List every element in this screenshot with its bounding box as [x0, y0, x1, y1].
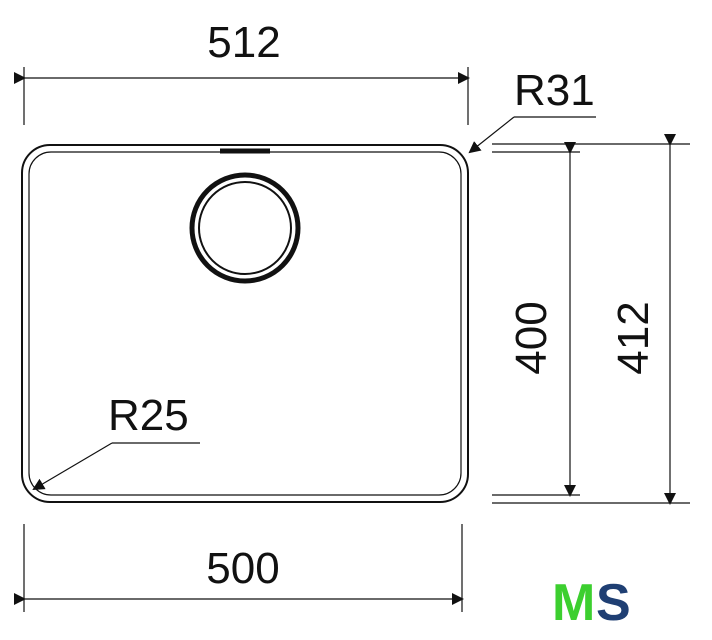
ms-logo: M S: [552, 574, 631, 632]
dimension-500: 500: [14, 524, 464, 612]
dimension-512: 512: [14, 18, 470, 125]
drain-inner-ring: [198, 181, 292, 275]
radius-r25: R25: [32, 391, 200, 491]
r31-label: R31: [514, 66, 595, 115]
logo-letter-m: M: [552, 574, 595, 632]
bottom-width-label: 500: [206, 544, 279, 593]
outer-height-label: 412: [609, 301, 658, 374]
radius-r31: R31: [468, 66, 596, 154]
drain-outer-ring: [189, 172, 301, 284]
r31-leader: [468, 116, 515, 154]
drain: [189, 172, 301, 284]
dimension-400: 400: [492, 142, 580, 497]
logo-letter-s: S: [596, 574, 631, 632]
sink-outline: [21, 144, 469, 503]
top-width-label: 512: [207, 18, 280, 67]
inner-bowl-edge: [28, 151, 462, 496]
dimension-412: 412: [492, 134, 690, 505]
r25-leader: [32, 442, 113, 491]
outer-bowl-edge: [21, 144, 469, 503]
r25-label: R25: [108, 391, 189, 440]
inner-height-label: 400: [507, 301, 556, 374]
